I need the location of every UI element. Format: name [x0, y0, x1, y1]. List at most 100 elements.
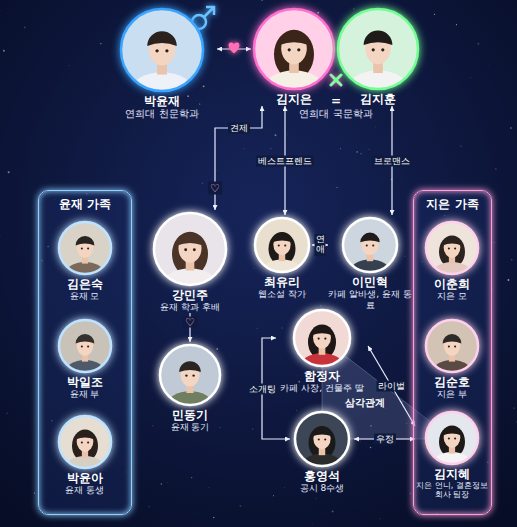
- star: [275, 134, 277, 136]
- star: [168, 437, 169, 438]
- equals-sign: =: [329, 94, 343, 108]
- star: [243, 148, 245, 150]
- character-node: 김지훈: [335, 6, 421, 106]
- heart-symbol: ♡: [208, 182, 222, 195]
- person-role: 윤재 부: [42, 389, 128, 400]
- person-name: 최유리: [252, 275, 312, 289]
- person-name: 홍영석: [290, 469, 354, 483]
- portrait-circle: [151, 210, 229, 288]
- portrait-circle: [291, 307, 353, 369]
- star: [513, 407, 514, 408]
- star: [311, 522, 313, 524]
- star: [494, 242, 495, 243]
- person-name: 김지혜: [415, 467, 489, 481]
- character-node: 김지은: [251, 6, 337, 106]
- star: [187, 95, 189, 97]
- person-role: 윤재 학과 후배: [148, 302, 232, 313]
- star: [317, 12, 319, 14]
- star: [148, 506, 149, 507]
- character-node: 강민주윤재 학과 후배: [148, 210, 232, 313]
- star: [297, 375, 298, 376]
- relation-label: 견제: [228, 123, 250, 134]
- family-panel: 윤재 가족김은숙윤재 모박일조윤재 부박윤아윤재 동생: [38, 190, 132, 515]
- star: [166, 482, 168, 484]
- person-role: 지은 부: [415, 389, 489, 400]
- person-role: 지은 언니, 결혼정보회사 팀장: [415, 481, 489, 499]
- star: [253, 268, 255, 270]
- star: [191, 477, 192, 478]
- star: [320, 305, 321, 306]
- relation-label: 브로맨스: [372, 155, 412, 166]
- character-node: 박일조윤재 부: [42, 317, 128, 400]
- star: [375, 126, 377, 128]
- person-name: 민동기: [155, 408, 225, 422]
- star: [270, 148, 272, 150]
- relation-label: 연애: [315, 234, 326, 256]
- star: [470, 77, 472, 79]
- star: [340, 148, 342, 150]
- star: [284, 487, 286, 489]
- star: [252, 428, 253, 429]
- star: [315, 498, 317, 500]
- person-name: 함정자: [276, 369, 368, 383]
- person-role: 지은 모: [415, 291, 489, 302]
- portrait-circle: [56, 317, 114, 375]
- star: [287, 134, 288, 135]
- portrait-circle: [423, 219, 481, 277]
- portrait-circle: [335, 6, 421, 92]
- portrait-circle: [118, 6, 206, 94]
- character-node: 박윤아윤재 동생: [42, 413, 128, 496]
- star: [8, 171, 10, 173]
- star: [298, 381, 300, 383]
- star: [202, 182, 204, 184]
- person-name: 김은숙: [42, 277, 128, 291]
- star: [158, 419, 159, 420]
- relation-line: [215, 106, 262, 210]
- star: [3, 50, 5, 52]
- star: [68, 65, 70, 67]
- character-node: 홍영석공시 8수생: [290, 409, 354, 494]
- star: [353, 8, 354, 9]
- star: [296, 409, 298, 411]
- department-label: 연희대 국문학과: [297, 108, 374, 120]
- person-role: 윤재 동기: [155, 422, 225, 433]
- relation-label: 우정: [374, 434, 396, 445]
- person-role: 연희대 천문학과: [107, 108, 217, 119]
- relation-label: 베스트프렌드: [256, 155, 314, 166]
- character-node: 김지혜지은 언니, 결혼정보회사 팀장: [415, 409, 489, 499]
- character-node: 김순호지은 부: [415, 317, 489, 400]
- star: [181, 460, 182, 461]
- panel-heading: 윤재 가족: [39, 191, 131, 212]
- character-node: 최유리웹소설 작가: [252, 215, 312, 300]
- star: [273, 495, 274, 496]
- star: [208, 487, 210, 489]
- character-node: 김은숙윤재 모: [42, 219, 128, 302]
- star: [495, 168, 497, 170]
- star: [404, 256, 405, 257]
- star: [370, 447, 372, 449]
- star: [507, 279, 509, 281]
- character-node: 민동기윤재 동기: [155, 342, 225, 433]
- star: [199, 103, 200, 104]
- star: [456, 24, 457, 25]
- portrait-circle: [157, 342, 223, 408]
- star: [152, 425, 154, 427]
- star: [213, 517, 214, 518]
- character-node: 함정자카페 사장, 건물주 딸: [276, 307, 368, 394]
- person-name: 이민혁: [328, 275, 412, 289]
- portrait-circle: [56, 413, 114, 471]
- star: [62, 86, 63, 87]
- star: [161, 483, 163, 485]
- group-label: 삼각관계: [343, 397, 387, 409]
- star: [0, 10, 1, 11]
- relation-line: [368, 346, 415, 426]
- person-name: 김지훈: [335, 92, 421, 106]
- star: [360, 153, 361, 154]
- star: [100, 43, 101, 44]
- person-role: 윤재 모: [42, 291, 128, 302]
- person-name: 이춘희: [415, 277, 489, 291]
- star: [256, 328, 257, 329]
